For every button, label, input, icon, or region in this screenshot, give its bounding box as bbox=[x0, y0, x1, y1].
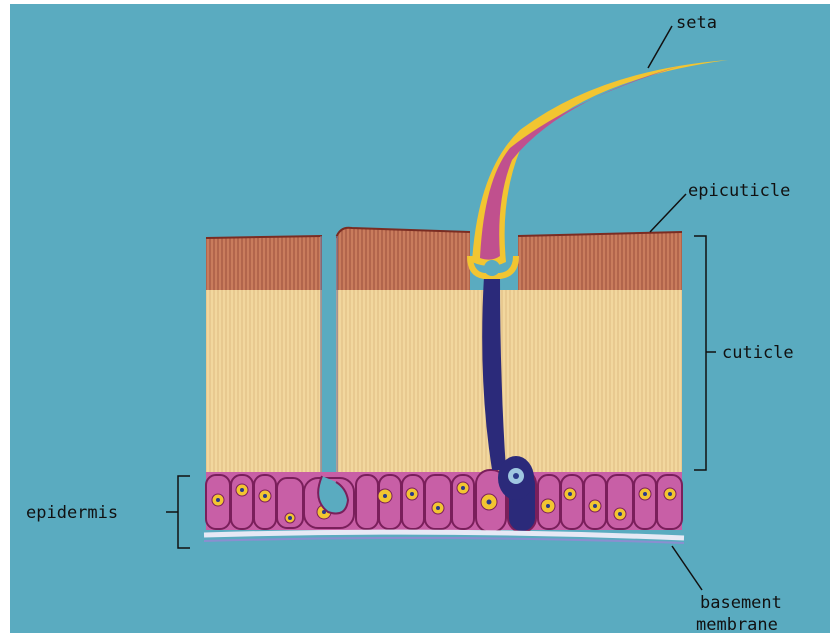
label-epidermis: epidermis bbox=[26, 503, 118, 523]
pore-canal bbox=[322, 236, 336, 476]
label-epicuticle: epicuticle bbox=[688, 181, 790, 201]
label-seta: seta bbox=[676, 13, 717, 33]
label-membrane: membrane bbox=[696, 615, 778, 635]
epidermis-layer bbox=[206, 470, 682, 532]
label-basement: basement bbox=[700, 593, 782, 613]
label-cuticle: cuticle bbox=[722, 343, 794, 363]
procuticle-layer bbox=[206, 290, 682, 472]
